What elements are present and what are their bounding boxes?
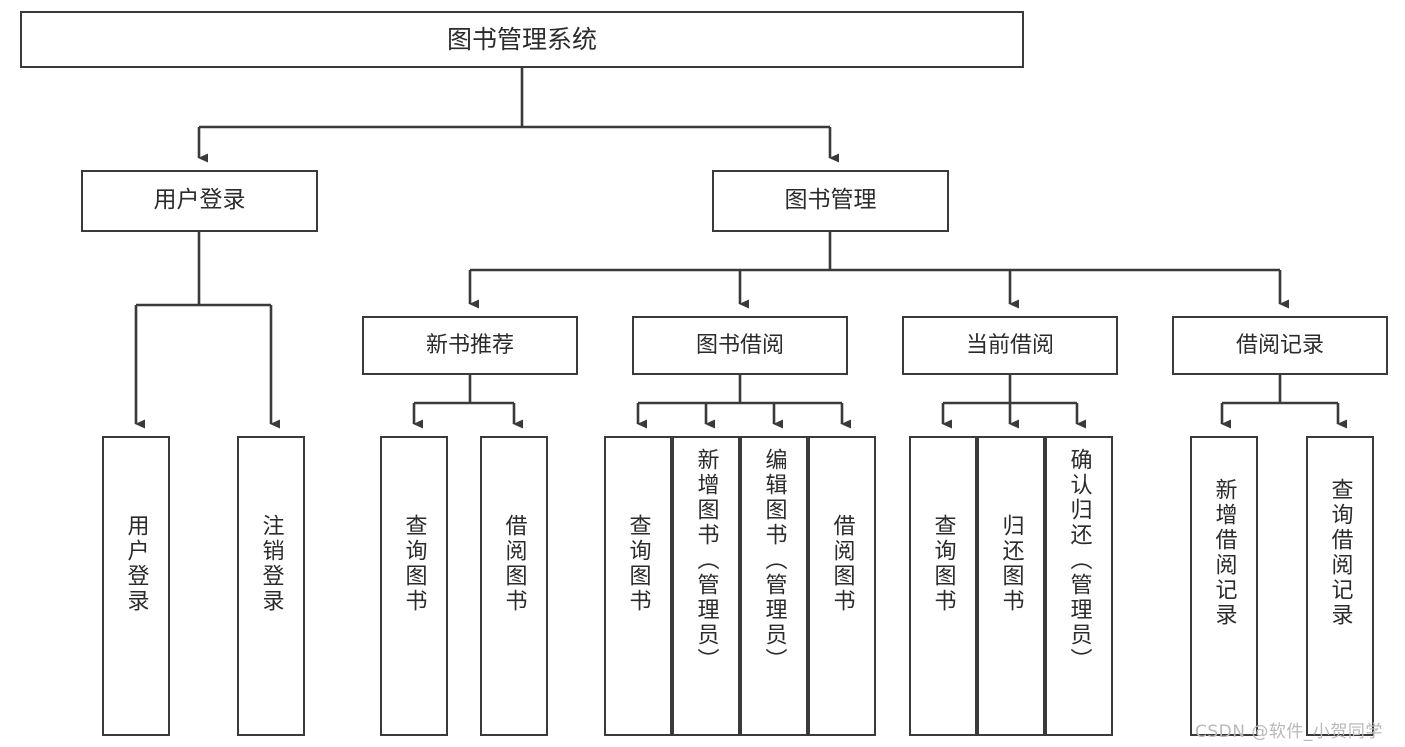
leaf-query-book-2[interactable]: 查询图书 [604, 436, 672, 736]
node-book-borrow[interactable]: 图书借阅 [632, 316, 848, 375]
node-new-book-recommend[interactable]: 新书推荐 [362, 316, 578, 375]
leaf-confirm-return-label: 确认归还（管理员） [1066, 448, 1092, 673]
leaf-edit-book-label: 编辑图书（管理员） [761, 448, 787, 673]
leaf-add-book[interactable]: 新增图书（管理员） [672, 436, 740, 736]
node-new-book-recommend-label: 新书推荐 [425, 332, 514, 358]
leaf-borrow-book-1-label: 借阅图书 [501, 514, 527, 614]
leaf-logout-login-label: 注销登录 [258, 514, 284, 614]
leaf-query-borrow-record[interactable]: 查询借阅记录 [1306, 436, 1374, 736]
csdn-watermark: CSDN @软件_小贺同学 [1195, 722, 1383, 742]
leaf-logout-login[interactable]: 注销登录 [237, 436, 305, 736]
node-book-borrow-label: 图书借阅 [695, 332, 784, 358]
node-root-system[interactable]: 图书管理系统 [20, 11, 1024, 68]
leaf-user-login[interactable]: 用户登录 [102, 436, 170, 736]
node-current-borrow[interactable]: 当前借阅 [902, 316, 1118, 375]
leaf-query-book-2-label: 查询图书 [625, 514, 651, 614]
leaf-edit-book[interactable]: 编辑图书（管理员） [740, 436, 808, 736]
leaf-add-borrow-record-label: 新增借阅记录 [1211, 478, 1237, 628]
leaf-borrow-book-2-label: 借阅图书 [829, 514, 855, 614]
node-borrow-record-label: 借阅记录 [1235, 332, 1324, 358]
leaf-user-login-label: 用户登录 [123, 514, 149, 614]
leaf-add-borrow-record[interactable]: 新增借阅记录 [1190, 436, 1258, 736]
leaf-borrow-book-1[interactable]: 借阅图书 [480, 436, 548, 736]
node-root-system-label: 图书管理系统 [446, 24, 597, 54]
leaf-query-borrow-record-label: 查询借阅记录 [1327, 478, 1353, 628]
leaf-borrow-book-2[interactable]: 借阅图书 [808, 436, 876, 736]
node-borrow-record[interactable]: 借阅记录 [1172, 316, 1388, 375]
leaf-return-book[interactable]: 归还图书 [977, 436, 1045, 736]
node-book-manage[interactable]: 图书管理 [712, 170, 949, 232]
node-user-login[interactable]: 用户登录 [81, 170, 318, 232]
leaf-query-book-3[interactable]: 查询图书 [909, 436, 977, 736]
leaf-query-book-1-label: 查询图书 [401, 514, 427, 614]
leaf-return-book-label: 归还图书 [998, 514, 1024, 614]
node-current-borrow-label: 当前借阅 [965, 332, 1054, 358]
leaf-query-book-1[interactable]: 查询图书 [380, 436, 448, 736]
node-book-manage-label: 图书管理 [784, 187, 877, 214]
leaf-add-book-label: 新增图书（管理员） [693, 448, 719, 673]
node-user-login-label: 用户登录 [153, 187, 246, 214]
leaf-query-book-3-label: 查询图书 [930, 514, 956, 614]
leaf-confirm-return[interactable]: 确认归还（管理员） [1045, 436, 1113, 736]
